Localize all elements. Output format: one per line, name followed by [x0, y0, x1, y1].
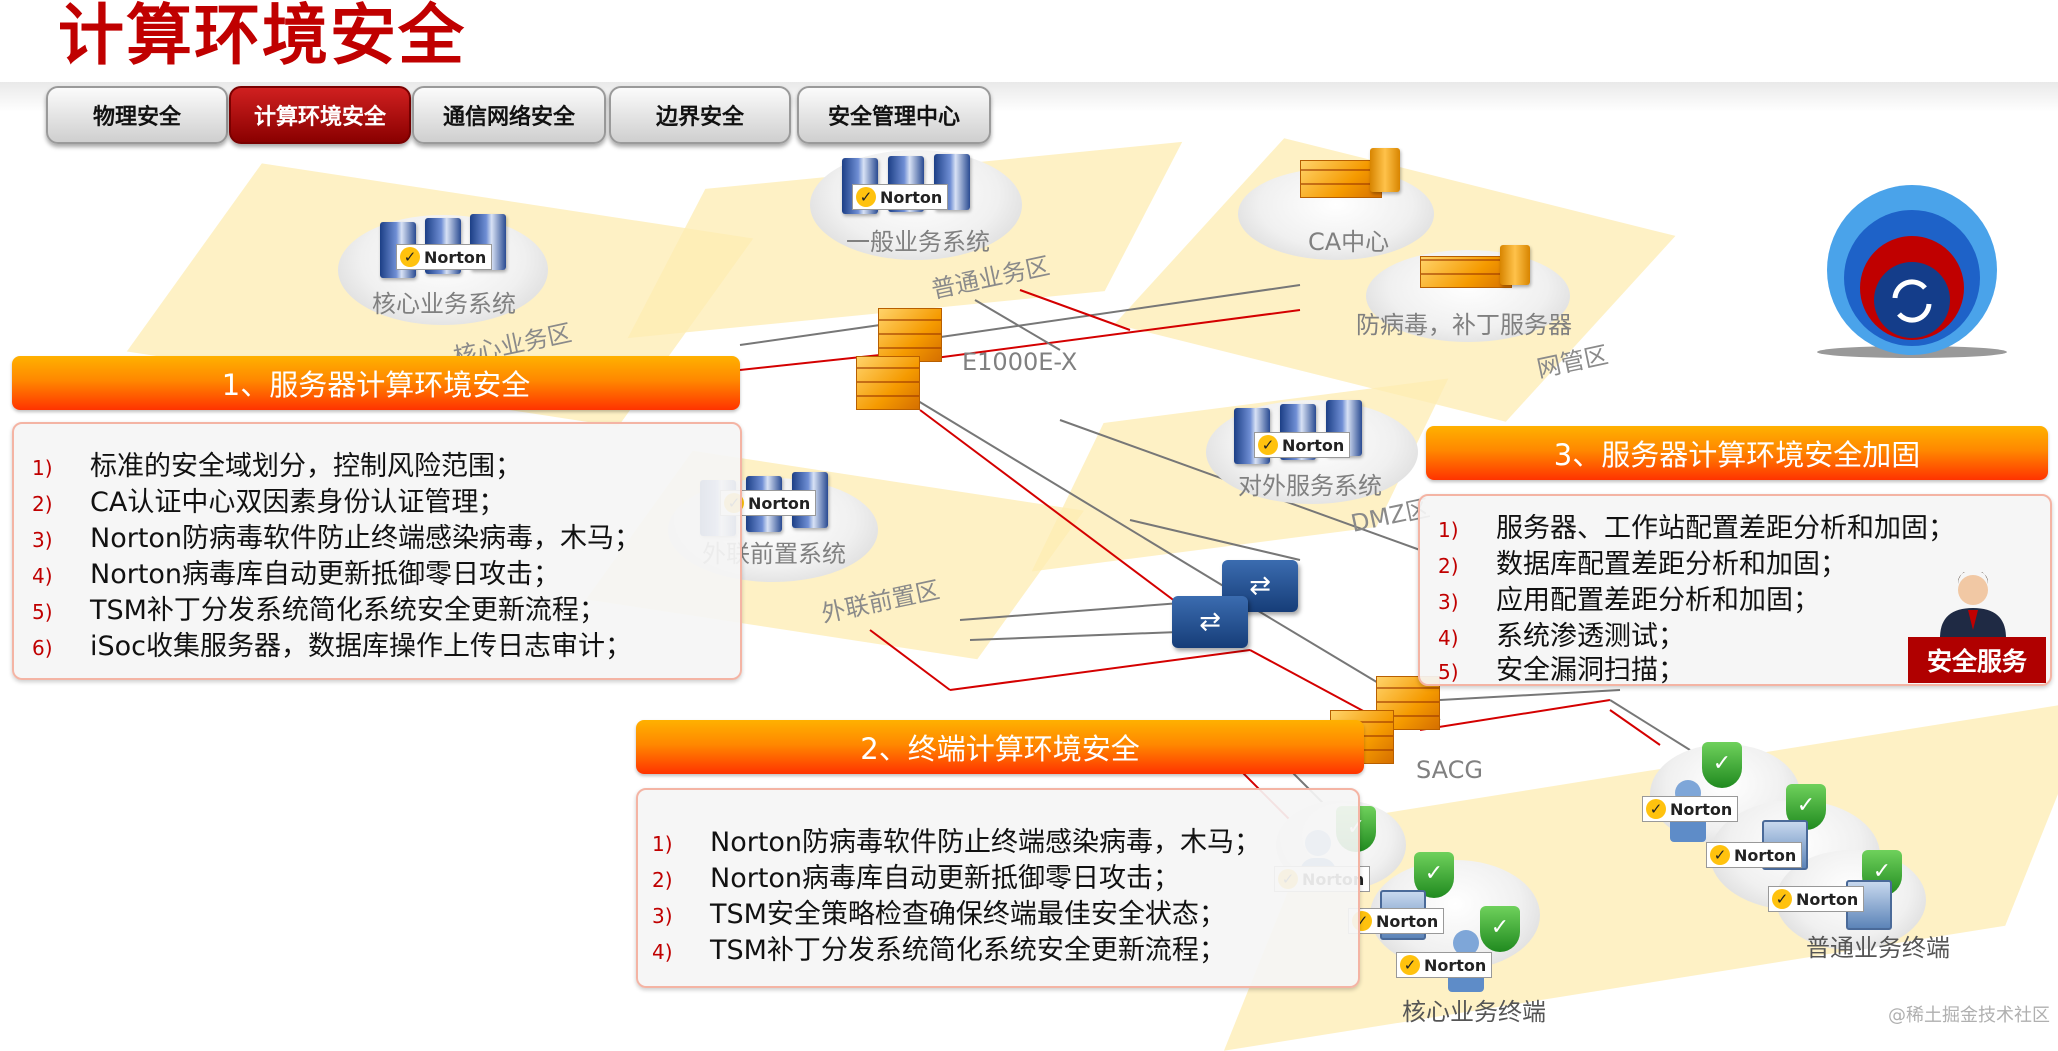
list-item: 2)数据库配置差距分析和加固；: [1438, 549, 1847, 580]
security-service-badge: 安全服务: [1908, 637, 2046, 683]
terminal-panel-header: 2、终端计算环境安全: [636, 720, 1364, 774]
check-icon: ✓: [1772, 889, 1792, 909]
patch-server-icon: [1420, 256, 1512, 288]
security-rings-icon: [1817, 185, 2007, 358]
check-icon: ✓: [856, 187, 876, 207]
norton-badge: ✓Norton: [396, 244, 493, 270]
list-item: 6)iSoc收集服务器，数据库操作上传日志审计；: [32, 631, 633, 662]
firewall-e1000e-label: E1000E-X: [962, 348, 1078, 376]
list-item: 3)Norton防病毒软件防止终端感染病毒，木马；: [32, 523, 642, 554]
tab-communication-network[interactable]: 通信网络安全: [412, 86, 606, 144]
firewall-e1000e-icon: [878, 308, 942, 362]
general-terminal-label: 普通业务终端: [1806, 934, 1950, 962]
watermark: @稀土掘金技术社区: [1888, 1005, 2050, 1026]
list-item: 1)Norton防病毒软件防止终端感染病毒，木马；: [652, 827, 1262, 858]
list-item: 4)Norton病毒库自动更新抵御零日攻击；: [32, 559, 561, 590]
terminal-panel-body: 1)Norton防病毒软件防止终端感染病毒，木马； 2)Norton病毒库自动更…: [636, 788, 1360, 988]
ca-server-icon: [1300, 160, 1382, 198]
list-item: 3)TSM安全策略检查确保终端最佳安全状态；: [652, 899, 1226, 930]
shield-icon: ✓: [1702, 742, 1742, 788]
list-item: 3)应用配置差距分析和加固；: [1438, 585, 1820, 616]
ca-center-label: CA中心: [1308, 228, 1390, 256]
firewall-sacg-label: SACG: [1416, 756, 1484, 784]
server-panel-header: 1、服务器计算环境安全: [12, 356, 740, 410]
server-panel-body: 1)标准的安全域划分，控制风险范围； 2)CA认证中心双因素身份认证管理； 3)…: [12, 422, 742, 680]
check-icon: ✓: [1646, 799, 1666, 819]
norton-badge: ✓Norton: [1706, 842, 1803, 868]
norton-badge: ✓Norton: [852, 184, 949, 210]
list-item: 2)CA认证中心双因素身份认证管理；: [32, 487, 506, 518]
list-item: 2)Norton病毒库自动更新抵御零日攻击；: [652, 863, 1181, 894]
check-icon: ✓: [400, 247, 420, 267]
shield-icon: ✓: [1480, 906, 1520, 952]
list-item: 1)标准的安全域划分，控制风险范围；: [32, 451, 522, 482]
list-item: 5)安全漏洞扫描；: [1438, 655, 1685, 686]
list-item: 5)TSM补丁分发系统简化系统安全更新流程；: [32, 595, 606, 626]
external-service-label: 对外服务系统: [1238, 472, 1382, 500]
general-system-label: 一般业务系统: [846, 228, 990, 256]
patch-server-icon: [1500, 245, 1530, 285]
hardening-panel-header: 3、服务器计算环境安全加固: [1426, 426, 2048, 480]
page-title: 计算环境安全: [58, 0, 466, 74]
tab-physical-security[interactable]: 物理安全: [46, 86, 228, 144]
router-icon: ⇄: [1172, 596, 1248, 648]
norton-badge: ✓Norton: [1348, 908, 1445, 934]
list-item: 1)服务器、工作站配置差距分析和加固；: [1438, 513, 1955, 544]
tab-computing-environment[interactable]: 计算环境安全: [229, 86, 411, 144]
check-icon: ✓: [1258, 435, 1278, 455]
list-item: 4)系统渗透测试；: [1438, 621, 1685, 652]
router-icon: ⇄: [1222, 560, 1298, 612]
check-icon: ✓: [1400, 955, 1420, 975]
norton-badge: ✓Norton: [1254, 432, 1351, 458]
check-icon: ✓: [1710, 845, 1730, 865]
ca-server-icon: [1370, 148, 1400, 192]
norton-badge: ✓Norton: [1768, 886, 1865, 912]
core-terminal-label: 核心业务终端: [1402, 998, 1546, 1026]
list-item: 4)TSM补丁分发系统简化系统安全更新流程；: [652, 935, 1226, 966]
norton-badge: ✓Norton: [1642, 796, 1739, 822]
tab-security-management-center[interactable]: 安全管理中心: [797, 86, 991, 144]
firewall-e1000e-icon: [856, 356, 920, 410]
security-consultant-icon: [1940, 572, 2006, 638]
av-patch-label: 防病毒，补丁服务器: [1356, 311, 1572, 339]
tab-boundary-security[interactable]: 边界安全: [609, 86, 791, 144]
core-system-label: 核心业务系统: [372, 290, 516, 318]
norton-badge: ✓Norton: [1396, 952, 1493, 978]
